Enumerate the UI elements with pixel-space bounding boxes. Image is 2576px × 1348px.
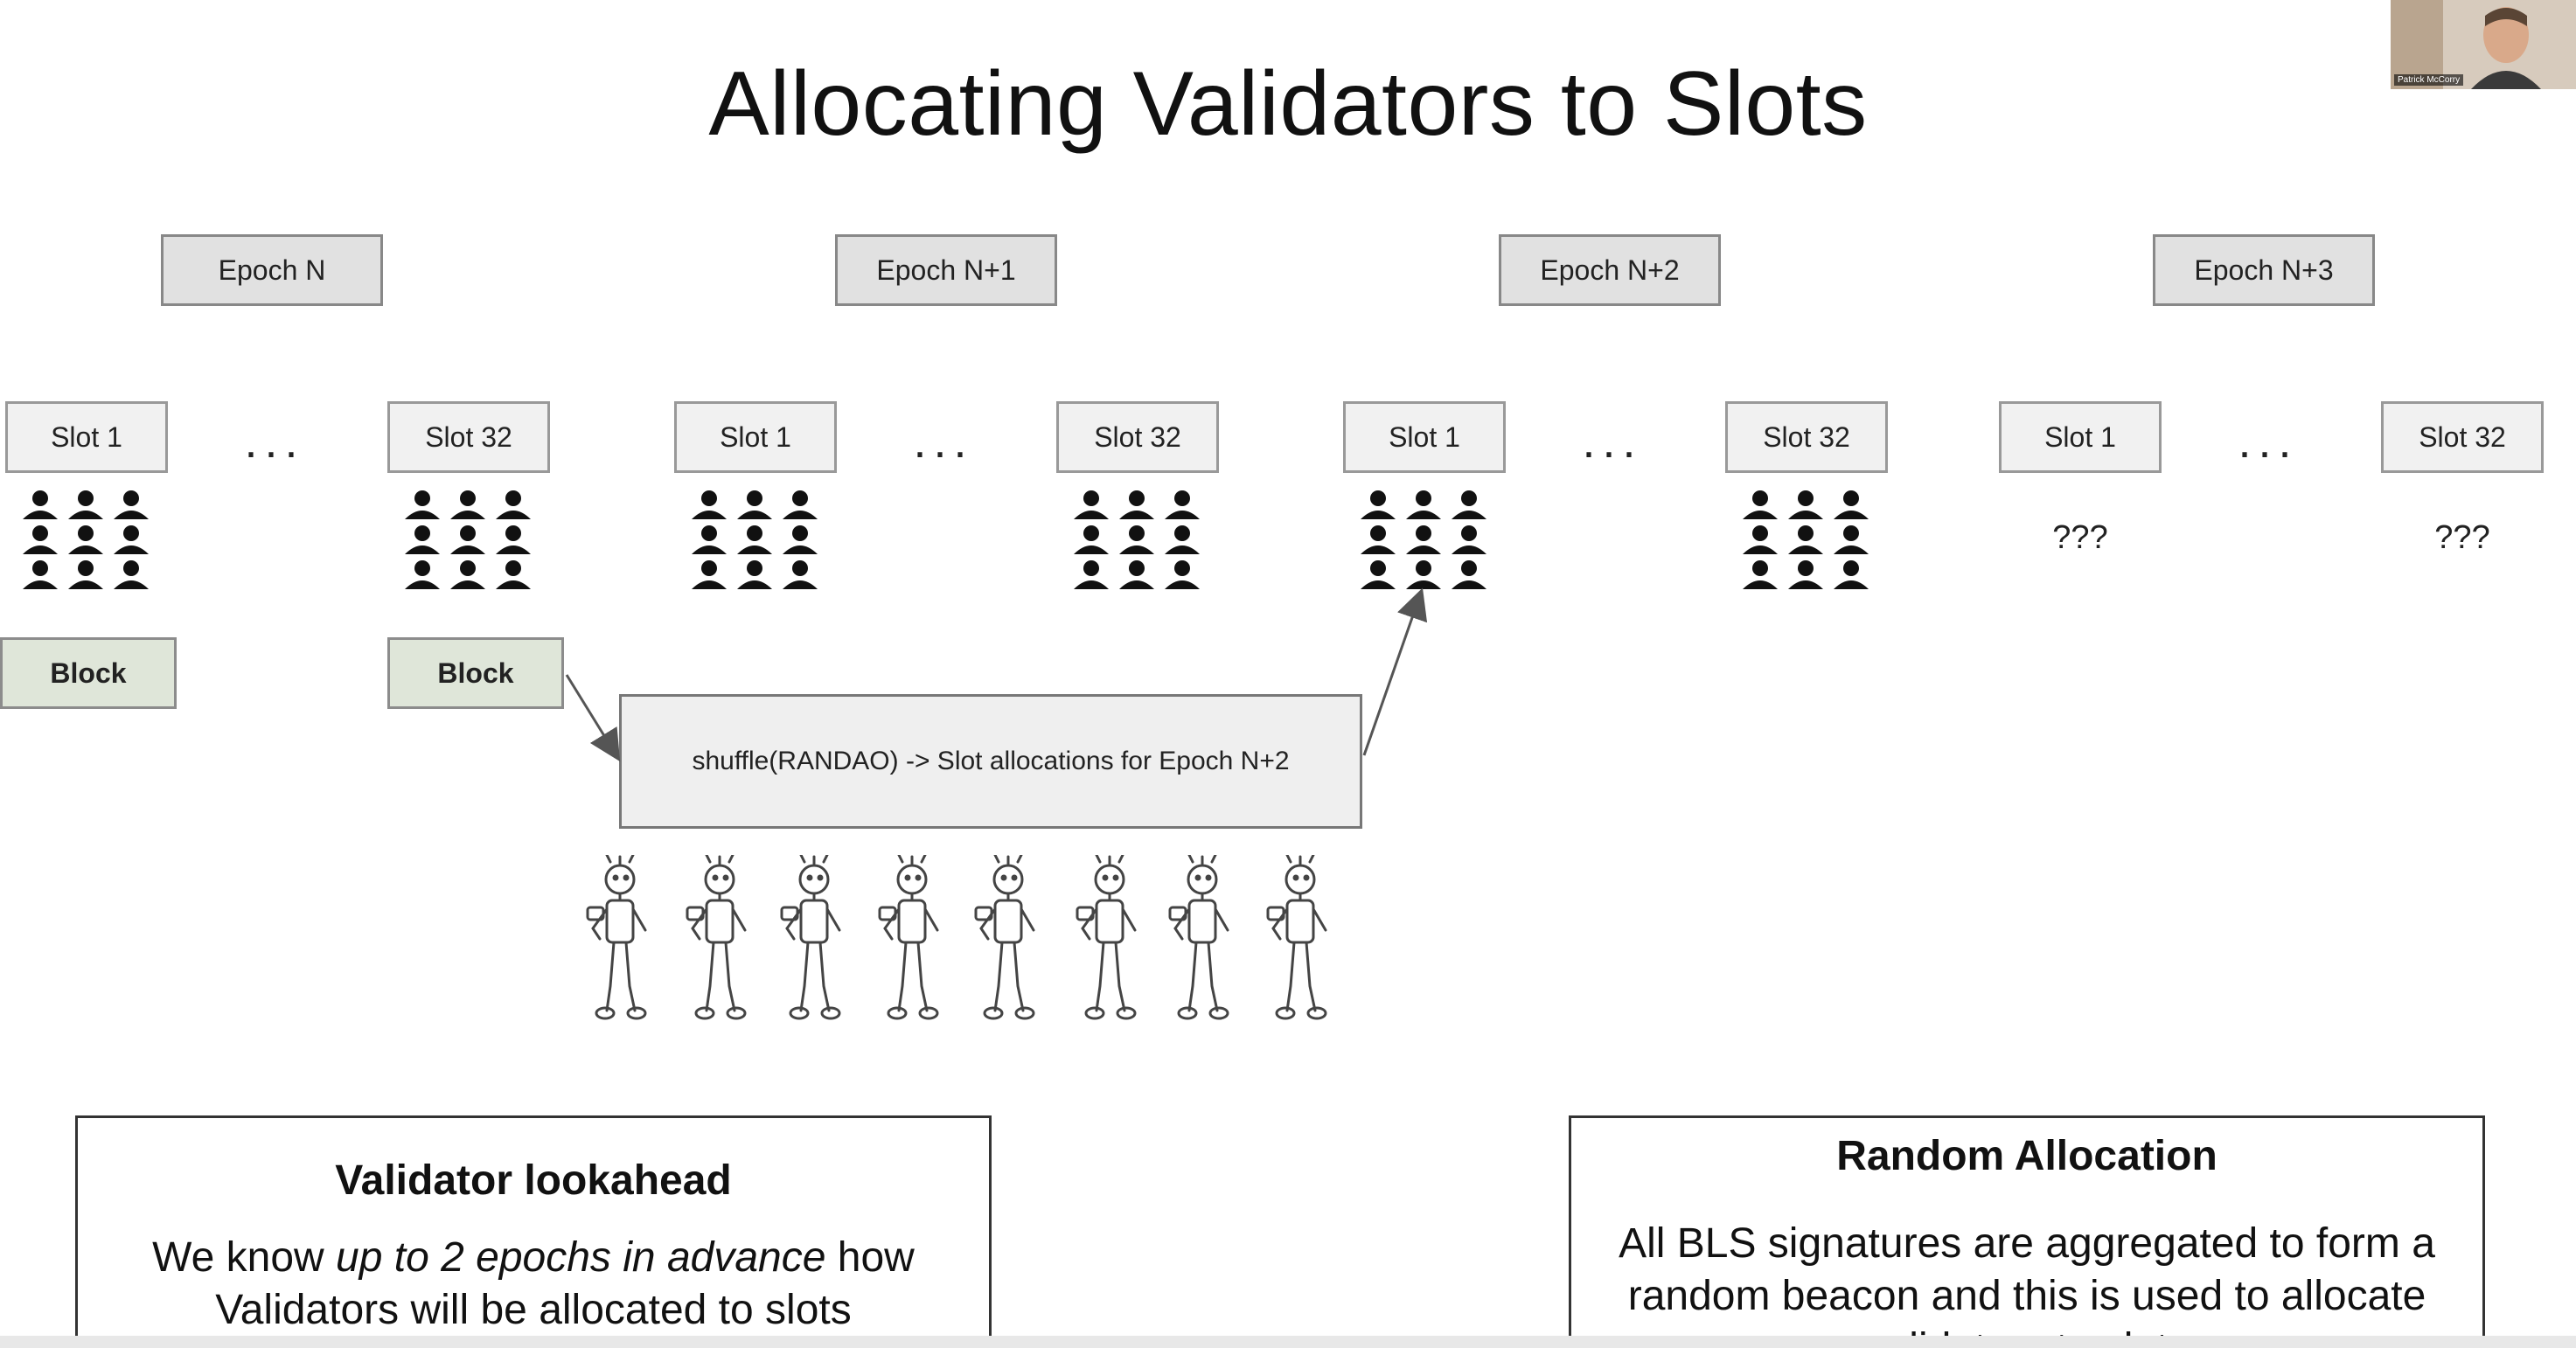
epoch-n3-slot-32-unknown: ??? xyxy=(2434,519,2490,556)
lookahead-text-before: We know xyxy=(152,1234,337,1281)
block-slot-32: Block xyxy=(387,637,564,709)
epoch-n-slot-1: Slot 1 xyxy=(5,401,168,473)
video-bottom-edge xyxy=(0,1336,2576,1348)
epoch-n2-slot-1: Slot 1 xyxy=(1343,401,1506,473)
epoch-n1-slot-32: Slot 32 xyxy=(1056,401,1219,473)
epoch-n1-slot-1: Slot 1 xyxy=(674,401,837,473)
robot-figure-icon xyxy=(1261,855,1340,1021)
robot-figure-icon xyxy=(969,855,1048,1021)
epoch-n2-slot-32: Slot 32 xyxy=(1725,401,1888,473)
robot-figure-icon xyxy=(775,855,853,1021)
epoch-n3-ellipsis: ... xyxy=(2238,415,2299,468)
epoch-n-label: Epoch N xyxy=(161,234,383,306)
block-slot-1: Block xyxy=(0,637,177,709)
epoch-n3-label: Epoch N+3 xyxy=(2153,234,2375,306)
slide-title: Allocating Validators to Slots xyxy=(708,53,1868,155)
robot-figure-icon xyxy=(680,855,759,1021)
random-allocation-title: Random Allocation xyxy=(1836,1133,2217,1179)
random-allocation-text: All BLS signatures are aggregated to for… xyxy=(1619,1220,2435,1345)
epoch-n-ellipsis: ... xyxy=(244,415,305,468)
validator-lookahead-title: Validator lookahead xyxy=(335,1157,732,1204)
robot-figure-icon xyxy=(1070,855,1149,1021)
robot-figure-icon xyxy=(873,855,951,1021)
validator-lookahead-text: We know up to 2 epochs in advance how Va… xyxy=(78,1232,989,1337)
shuffle-randao-box: shuffle(RANDAO) -> Slot allocations for … xyxy=(619,694,1362,829)
robot-figure-icon xyxy=(581,855,659,1021)
epoch-n3-slot-1: Slot 1 xyxy=(1999,401,2162,473)
webcam-thumbnail[interactable]: Patrick McCorry xyxy=(2391,0,2576,89)
epoch-n2-label: Epoch N+2 xyxy=(1499,234,1721,306)
epoch-n1-label: Epoch N+1 xyxy=(835,234,1057,306)
robot-figure-icon xyxy=(1163,855,1242,1021)
random-allocation-note: Random Allocation All BLS signatures are… xyxy=(1569,1115,2485,1348)
validator-lookahead-note: Validator lookahead We know up to 2 epoc… xyxy=(75,1115,992,1348)
lookahead-text-after: how Validators will be allocated to slot… xyxy=(215,1234,915,1333)
epoch-n2-ellipsis: ... xyxy=(1582,415,1643,468)
epoch-n-slot-32: Slot 32 xyxy=(387,401,550,473)
epoch-n3-slot-32: Slot 32 xyxy=(2381,401,2544,473)
presenter-avatar-icon xyxy=(2391,0,2576,89)
webcam-name: Patrick McCorry xyxy=(2394,74,2464,86)
epoch-n1-ellipsis: ... xyxy=(913,415,974,468)
lookahead-text-emphasis: up to 2 epochs in advance xyxy=(336,1234,826,1281)
epoch-n3-slot-1-unknown: ??? xyxy=(2052,519,2108,556)
